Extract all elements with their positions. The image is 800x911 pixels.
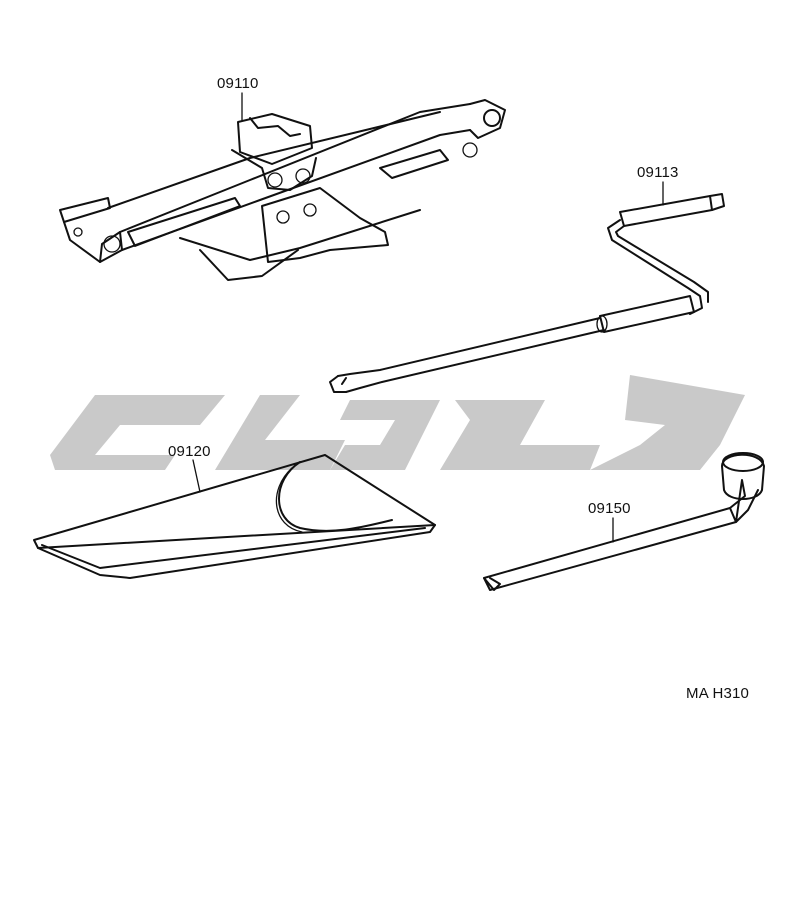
part-label-09150: 09150 (588, 500, 631, 517)
wheel-wrench-drawing (483, 452, 765, 591)
part-label-09120: 09120 (168, 443, 211, 460)
tool-bag-drawing (33, 454, 436, 579)
leader-09120 (192, 459, 201, 493)
reference-code: MA H310 (686, 685, 750, 702)
scissor-jack-drawing (59, 99, 506, 281)
part-label-09113: 09113 (637, 164, 679, 181)
watermark-logo (50, 375, 745, 470)
jack-handle-drawing (329, 193, 725, 393)
part-label-09110: 09110 (217, 75, 259, 92)
